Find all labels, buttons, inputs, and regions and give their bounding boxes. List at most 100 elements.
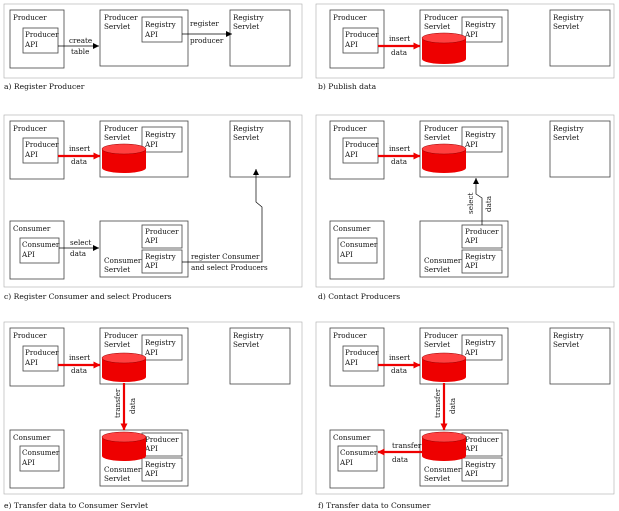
diagram-box	[342, 345, 379, 372]
caption-d: d) Contact Producers	[318, 292, 400, 301]
diagram-label: API	[21, 458, 35, 467]
diagram-box	[141, 126, 183, 153]
diagram-label: Producer	[104, 124, 138, 133]
diagram-box	[342, 137, 379, 164]
diagram-label: Consumer	[22, 448, 60, 457]
diagram-label: and select Producers	[191, 263, 268, 272]
diagram-label: producer	[190, 36, 224, 45]
diagram-label: API	[464, 348, 478, 357]
diagram-label: Producer	[25, 140, 59, 149]
diagram-box	[229, 120, 291, 178]
diagram-label: Registry	[233, 331, 265, 340]
diagram-label: Producer	[104, 331, 138, 340]
diagram-label: insert	[389, 144, 410, 153]
diagram-label: API	[339, 458, 353, 467]
diagram-label: Registry	[553, 13, 585, 22]
diagram-label: Registry	[553, 124, 585, 133]
diagram-box	[461, 249, 503, 274]
diagram-label: Consumer	[104, 465, 142, 474]
diagram-label: Producer	[25, 348, 59, 357]
diagram-label: API	[464, 261, 478, 270]
diagram-label: data	[71, 157, 88, 166]
diagram-label: Servlet	[424, 265, 450, 274]
diagram-shape	[422, 38, 466, 64]
panel-c: Producer Producer API Producer Servlet R…	[3, 114, 303, 301]
diagram-label: API	[144, 469, 158, 478]
diagram-box	[461, 334, 503, 361]
diagram-label: Producer	[345, 348, 379, 357]
diagram-label: register	[190, 19, 219, 28]
diagram-label: Producer	[13, 331, 47, 340]
diagram-label: Registry	[465, 338, 497, 347]
diagram-label: Servlet	[424, 474, 450, 483]
diagram-label: API	[24, 358, 38, 367]
diagram-label: Producer	[104, 13, 138, 22]
diagram-shape	[101, 352, 147, 364]
diagram-label: Consumer	[13, 224, 51, 233]
diagram-label: Servlet	[233, 133, 259, 142]
diagram-label: Servlet	[104, 474, 130, 483]
diagram-label: API	[464, 140, 478, 149]
diagram-label: select	[466, 192, 475, 214]
register-consumer-arrow	[182, 169, 263, 263]
diagram-label: Servlet	[553, 22, 579, 31]
database-cylinder	[421, 32, 467, 64]
diagram-box	[549, 327, 611, 385]
diagram-box	[19, 445, 60, 472]
diagram-label: API	[21, 250, 35, 259]
diagram-label: data	[484, 195, 493, 212]
diagram-box	[461, 126, 503, 153]
diagram-label: data	[70, 249, 87, 258]
diagram-label: API	[144, 261, 158, 270]
diagram-box	[22, 345, 59, 372]
diagram-label: transfer	[392, 441, 422, 450]
diagram-label: API	[464, 30, 478, 39]
diagram-label: Registry	[145, 130, 177, 139]
diagram-box	[229, 9, 291, 67]
diagram-label: API	[144, 30, 158, 39]
diagram-label: Registry	[465, 130, 497, 139]
diagram-label: Registry	[465, 20, 497, 29]
diagram-box	[141, 457, 183, 482]
diagram-label: insert	[69, 353, 90, 362]
diagram-shape	[422, 437, 466, 461]
panel-d: Producer Producer API Producer Servlet R…	[315, 114, 615, 301]
diagram-shape	[421, 32, 467, 44]
diagram-label: register Consumer	[191, 252, 260, 261]
diagram-label: Servlet	[104, 265, 130, 274]
diagram-label: Consumer	[22, 240, 60, 249]
diagram-label: table	[71, 47, 89, 56]
select-data-arrow	[473, 178, 483, 225]
diagram-label: API	[344, 150, 358, 159]
diagram-label: Consumer	[13, 433, 51, 442]
diagram-label: data	[448, 397, 457, 414]
diagram-label: Producer	[465, 227, 499, 236]
panel-a: Producer Producer API Producer Servlet R…	[3, 3, 303, 91]
diagram-label: Producer	[13, 124, 47, 133]
diagram-shape	[101, 431, 147, 443]
panel-f: Producer Producer API Producer Servlet R…	[315, 321, 615, 510]
diagram-box	[461, 457, 503, 482]
diagram-shape	[421, 431, 467, 443]
diagram-box	[461, 16, 503, 43]
diagram-box	[22, 27, 59, 54]
diagram-shape	[422, 149, 466, 173]
diagram-box	[141, 249, 183, 274]
diagram-label: Servlet	[104, 340, 130, 349]
diagram-label: API	[144, 348, 158, 357]
diagram-shape	[422, 358, 466, 382]
diagram-label: Registry	[233, 124, 265, 133]
diagram-label: Servlet	[424, 340, 450, 349]
diagram-label: Servlet	[233, 340, 259, 349]
diagram-shape	[101, 143, 147, 155]
diagram-label: Producer	[345, 30, 379, 39]
diagram-box	[141, 16, 183, 43]
diagram-box	[549, 9, 611, 67]
diagram-label: Consumer	[333, 433, 371, 442]
diagram-label: API	[339, 250, 353, 259]
diagram-label: API	[144, 444, 158, 453]
diagram-label: Consumer	[333, 224, 371, 233]
caption-b: b) Publish data	[318, 82, 377, 91]
diagram-label: Producer	[25, 30, 59, 39]
